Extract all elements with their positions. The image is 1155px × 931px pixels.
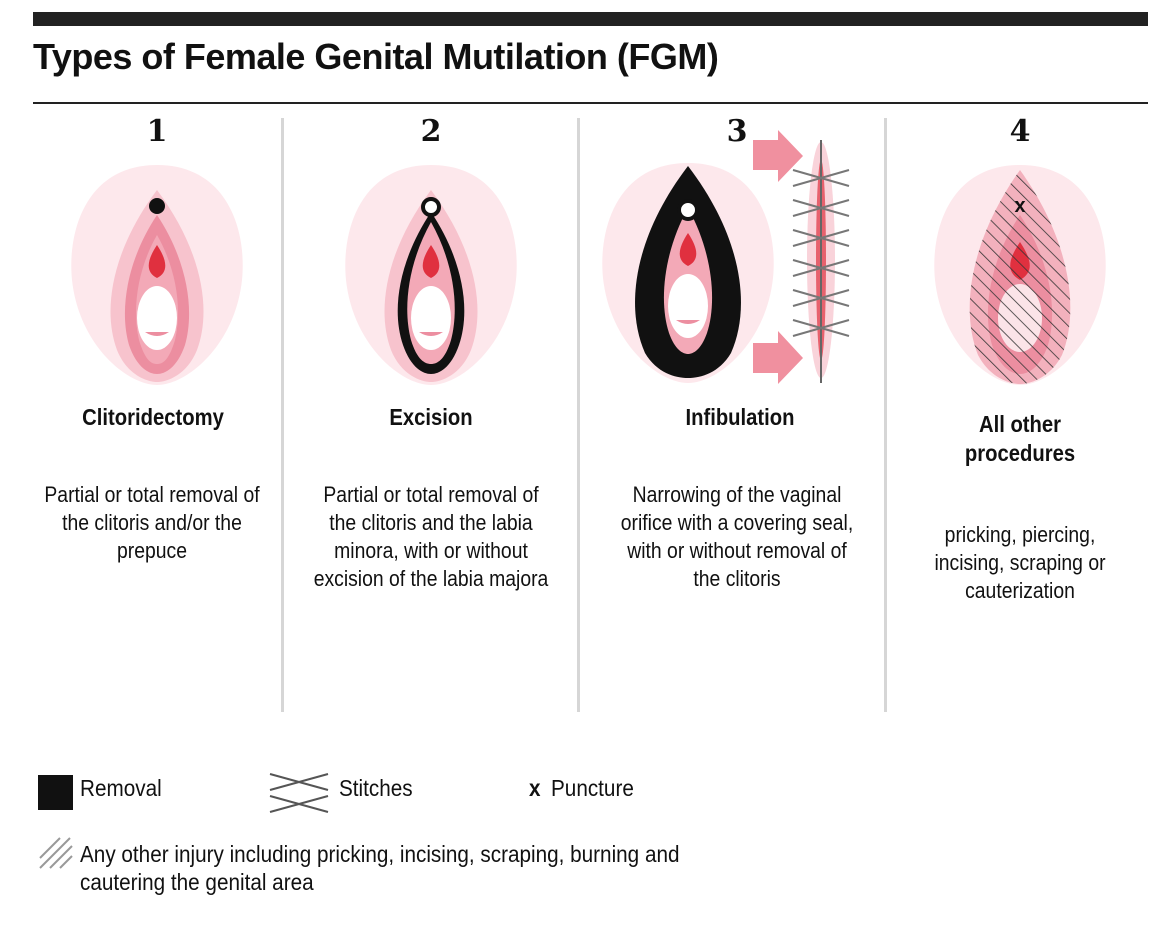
type-name: All other procedures — [964, 411, 1076, 466]
column-divider — [281, 118, 284, 712]
legend-stitches: Stitches — [339, 775, 413, 801]
illustration-type-2 — [345, 165, 517, 385]
illustration-type-1 — [71, 165, 243, 385]
legend-other-injury: Any other injury including pricking, inc… — [80, 841, 680, 895]
illustration-type-3 — [602, 130, 850, 384]
hatch-legend-icon — [39, 837, 73, 869]
type-description: Narrowing of the vaginal orifice with a … — [620, 482, 854, 591]
type-number: 1 — [146, 114, 168, 149]
title-rule — [33, 102, 1148, 104]
legend-puncture: Puncture — [551, 775, 634, 801]
type-description: Partial or total removal of the clitoris… — [44, 482, 260, 563]
column-divider — [884, 118, 887, 712]
type-number: 3 — [726, 114, 748, 149]
type-description: Partial or total removal of the clitoris… — [313, 482, 549, 591]
type-number: 2 — [420, 114, 442, 149]
puncture-legend-icon: x — [529, 775, 541, 801]
type-name: Clitoridectomy — [82, 404, 224, 430]
type-name: Excision — [389, 404, 473, 430]
removal-swatch-icon — [38, 775, 73, 810]
illustration-type-4: x — [934, 165, 1106, 385]
stitches-icon — [792, 169, 850, 337]
column-divider — [577, 118, 580, 712]
arrow-icon — [753, 130, 803, 182]
type-name: Infibulation — [685, 404, 795, 430]
legend-removal: Removal — [80, 775, 162, 801]
type-description: pricking, piercing, incising, scraping o… — [934, 522, 1106, 603]
page-title: Types of Female Genital Mutilation (FGM) — [33, 36, 719, 77]
stitches-legend-icon — [269, 773, 329, 813]
top-bar — [33, 12, 1148, 26]
arrow-icon — [753, 331, 803, 384]
puncture-mark: x — [1014, 195, 1025, 217]
type-number: 4 — [1009, 114, 1031, 149]
